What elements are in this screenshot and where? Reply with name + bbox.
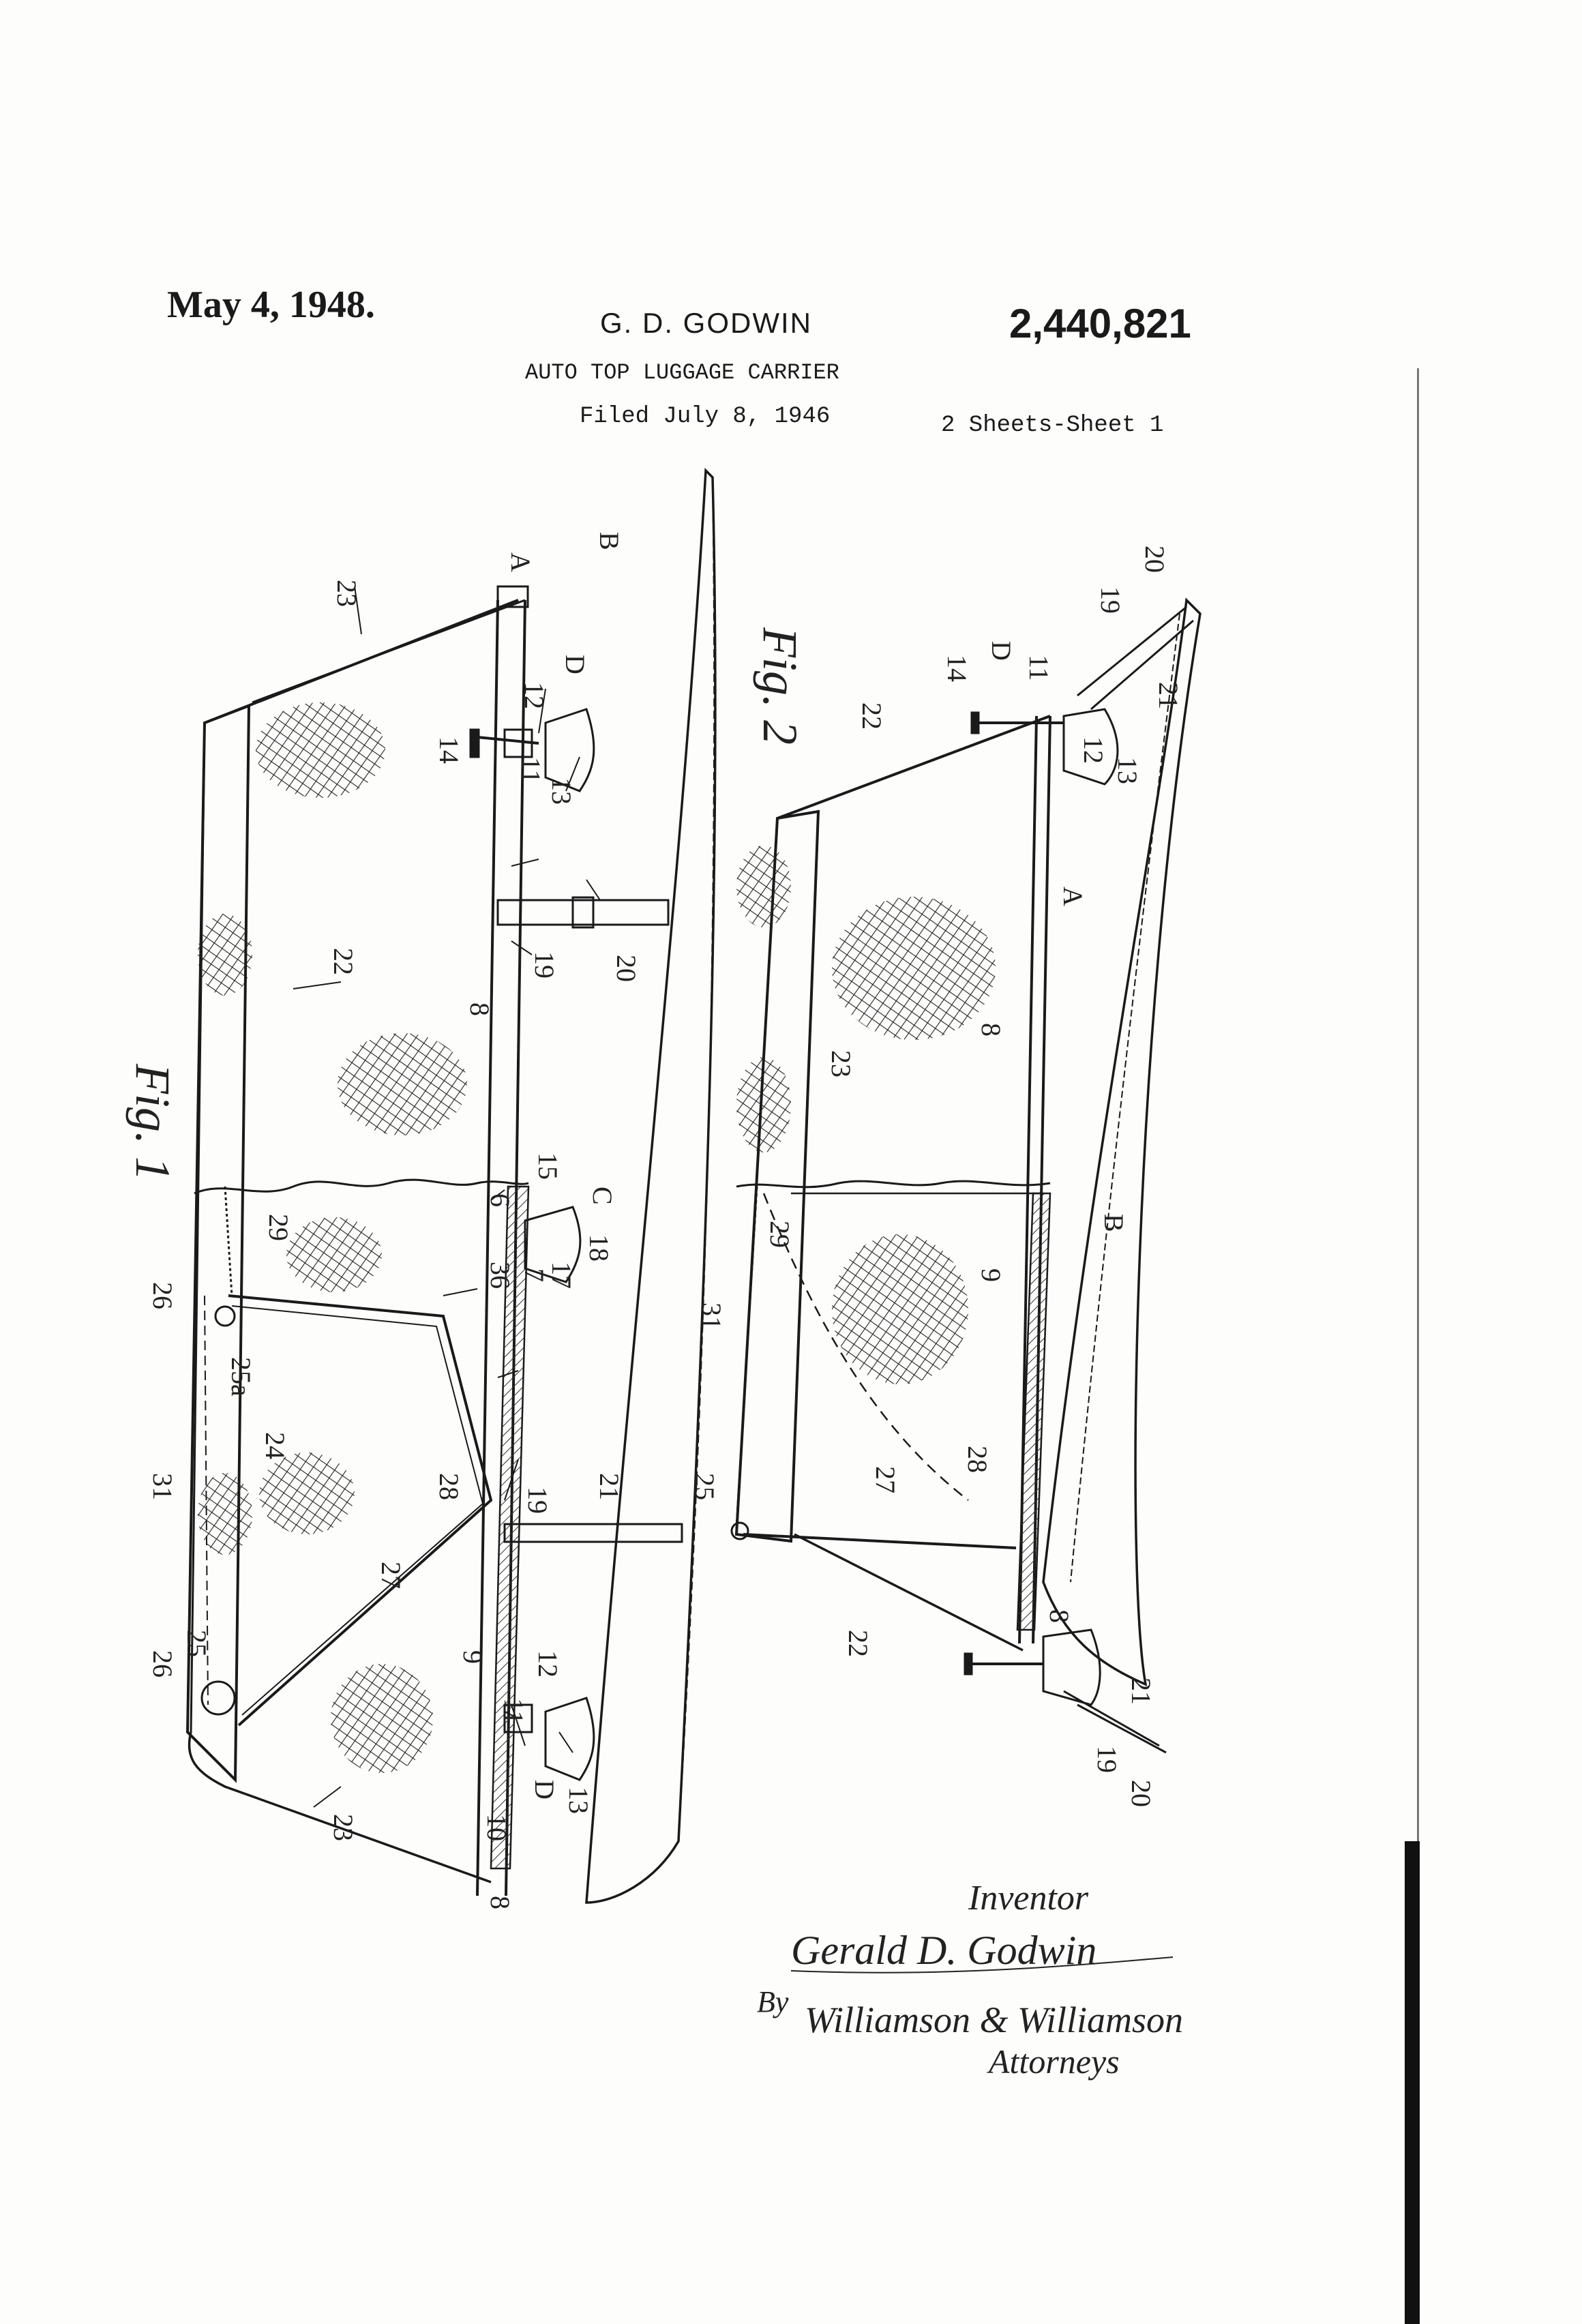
- ref-23: 23: [331, 580, 362, 607]
- ref-22: 22: [328, 948, 359, 975]
- fig2-ref-9: 9: [976, 1268, 1006, 1282]
- fig2-ref-25: 25: [689, 1473, 720, 1500]
- fig2-ref-28: 28: [962, 1446, 993, 1473]
- ref-26: 26: [147, 1282, 178, 1309]
- fig2-ref-29: 29: [764, 1221, 795, 1248]
- ref-28: 28: [434, 1473, 464, 1500]
- ref-18: 18: [584, 1234, 614, 1262]
- fig2-ref-27: 27: [870, 1466, 901, 1493]
- ref-21: 21: [594, 1473, 625, 1500]
- ref-11b: 11: [498, 1698, 529, 1725]
- figure-1-label: Fig. 1: [125, 1063, 180, 1181]
- ref-10: 10: [481, 1814, 512, 1841]
- ref-Db: D: [529, 1780, 560, 1800]
- ref-D: D: [560, 655, 591, 674]
- ref-8: 8: [464, 1002, 495, 1016]
- ref-17: 17: [546, 1262, 577, 1289]
- signature-block: Inventor Gerald D. Godwin By Williamson …: [757, 1879, 1183, 2081]
- figure-2-label: Fig. 2: [753, 627, 807, 745]
- ref-A: A: [505, 552, 536, 572]
- ref-13: 13: [546, 777, 577, 805]
- attorneys-label: Attorneys: [987, 2042, 1120, 2081]
- ref-26b: 26: [147, 1650, 178, 1678]
- fig2-ref-22b: 22: [843, 1630, 874, 1657]
- ref-12b: 12: [533, 1650, 563, 1678]
- fig2-ref-11: 11: [1024, 655, 1054, 681]
- fig2-ref-19b: 19: [1092, 1746, 1122, 1773]
- fig2-ref-14: 14: [942, 655, 972, 682]
- fig2-ref-B: B: [1099, 1214, 1129, 1232]
- ref-20: 20: [611, 955, 642, 982]
- ref-23b: 23: [328, 1814, 359, 1841]
- ref-11: 11: [516, 757, 546, 784]
- fig2-ref-20b: 20: [1126, 1780, 1156, 1807]
- ref-19: 19: [529, 951, 560, 979]
- attorneys-signature: Williamson & Williamson: [805, 1999, 1183, 2040]
- ref-12: 12: [519, 682, 550, 709]
- fig2-ref-23: 23: [826, 1050, 856, 1077]
- fig2-ref-20: 20: [1139, 546, 1170, 573]
- fig2-ref-12: 12: [1078, 736, 1109, 764]
- fig2-ref-13: 13: [1112, 757, 1143, 784]
- fig2-ref-8b: 8: [1044, 1609, 1075, 1623]
- by-label: By: [757, 1985, 789, 2018]
- ref-C: C: [587, 1187, 618, 1205]
- fig2-ref-8: 8: [976, 1023, 1006, 1037]
- ref-7: 7: [519, 1268, 550, 1282]
- ref-14: 14: [434, 736, 464, 764]
- ref-13b: 13: [563, 1787, 594, 1814]
- ref-36: 36: [485, 1262, 516, 1289]
- ref-24: 24: [260, 1432, 290, 1459]
- fig2-ref-21: 21: [1153, 682, 1184, 709]
- ref-31: 31: [147, 1473, 178, 1500]
- ref-29: 29: [263, 1214, 294, 1241]
- ref-8b: 8: [485, 1896, 516, 1909]
- fig2-ref-21b: 21: [1126, 1678, 1156, 1705]
- fig2-ref-A: A: [1058, 887, 1088, 906]
- ref-B: B: [594, 532, 625, 550]
- ref-15: 15: [533, 1152, 563, 1180]
- ref-25: 25: [181, 1630, 212, 1657]
- figure-1: [188, 471, 715, 1903]
- inventor-label: Inventor: [968, 1879, 1089, 1918]
- fig2-ref-D: D: [986, 641, 1017, 661]
- ref-27: 27: [376, 1562, 406, 1589]
- ref-19b: 19: [522, 1487, 553, 1514]
- fig2-ref-22: 22: [856, 702, 887, 730]
- ref-9: 9: [458, 1650, 488, 1664]
- ref-6: 6: [485, 1193, 516, 1207]
- fig2-ref-19: 19: [1095, 586, 1126, 614]
- ref-25a: 25a: [226, 1357, 256, 1397]
- fig2-ref-31: 31: [696, 1302, 727, 1330]
